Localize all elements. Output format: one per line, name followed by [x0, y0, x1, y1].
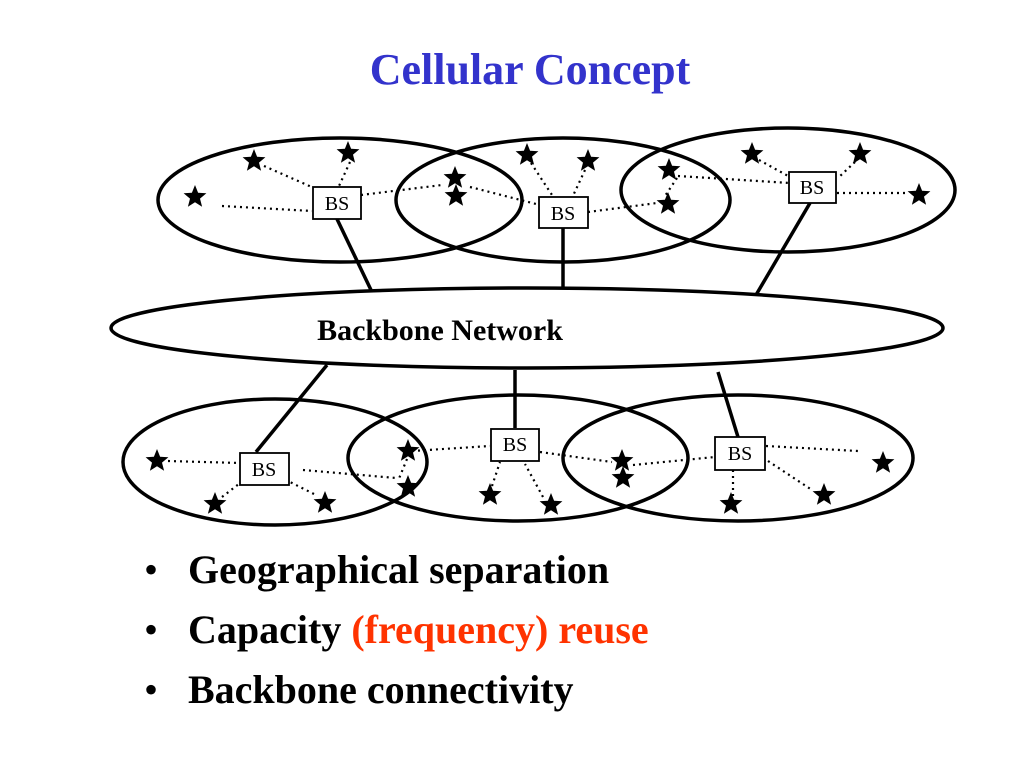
- bullet-text: Geographical separation: [188, 547, 610, 592]
- mobile-user-star-icon: [610, 449, 634, 471]
- mobile-user-star-icon: [242, 149, 266, 171]
- mobile-user-star-icon: [719, 492, 743, 514]
- bullet-list: • Geographical separation • Capacity (fr…: [144, 540, 649, 720]
- wireless-link: [490, 461, 502, 487]
- wireless-link: [632, 455, 716, 467]
- cell-bottom-right: [561, 393, 915, 523]
- mobile-user-star-icon: [871, 451, 895, 473]
- wireless-link: [360, 183, 443, 197]
- wireless-link: [524, 463, 544, 498]
- bullet-highlight-text: (frequency) reuse: [351, 607, 649, 652]
- wireless-link: [539, 450, 613, 464]
- base-station: BS: [538, 196, 589, 229]
- wireless-link: [396, 458, 409, 482]
- cell-top-right: [619, 126, 957, 254]
- mobile-user-star-icon: [396, 439, 420, 461]
- mobile-user-star-icon: [183, 185, 207, 207]
- wireless-link: [411, 444, 491, 453]
- bullet-dot-icon: •: [144, 667, 159, 712]
- wireless-link: [289, 481, 315, 495]
- base-station: BS: [239, 452, 290, 486]
- wireless-link: [263, 164, 315, 190]
- bullet-text: Capacity: [188, 607, 352, 652]
- mobile-user-star-icon: [611, 466, 635, 488]
- backbone-network-label: Backbone Network: [317, 314, 563, 347]
- base-station: BS: [312, 186, 362, 220]
- bullet-item: • Geographical separation: [144, 540, 649, 600]
- wireless-link: [530, 162, 555, 199]
- base-station-label: BS: [800, 177, 824, 199]
- backbone-link: [335, 218, 373, 291]
- wireless-link: [765, 444, 859, 453]
- wireless-link: [469, 185, 541, 207]
- wireless-link: [837, 161, 856, 179]
- backbone-link: [754, 202, 812, 296]
- cell-top-left: [156, 136, 524, 264]
- bullet-dot-icon: •: [144, 607, 159, 652]
- cell-bottom-middle: [346, 393, 690, 523]
- mobile-user-star-icon: [478, 483, 502, 505]
- base-station-label: BS: [252, 459, 276, 481]
- mobile-user-star-icon: [313, 491, 337, 513]
- bullet-dot-icon: •: [144, 547, 159, 592]
- wireless-link: [221, 204, 313, 213]
- bullet-text: Backbone connectivity: [188, 667, 574, 712]
- base-station-label: BS: [503, 434, 527, 456]
- mobile-user-star-icon: [515, 143, 539, 165]
- wireless-link: [758, 159, 791, 178]
- bullet-item: • Capacity (frequency) reuse: [144, 600, 649, 660]
- mobile-user-star-icon: [657, 158, 681, 180]
- wireless-link: [767, 460, 813, 491]
- wireless-link: [302, 468, 397, 480]
- wireless-link: [664, 177, 678, 197]
- base-station-label: BS: [325, 193, 349, 215]
- base-station: BS: [490, 428, 540, 462]
- mobile-user-star-icon: [336, 141, 360, 163]
- mobile-user-star-icon: [145, 449, 169, 471]
- base-station-label: BS: [728, 443, 752, 465]
- mobile-user-star-icon: [812, 483, 836, 505]
- mobile-user-star-icon: [576, 149, 600, 171]
- mobile-user-star-icon: [907, 183, 931, 205]
- wireless-link: [167, 459, 241, 465]
- bullet-item: • Backbone connectivity: [144, 660, 649, 720]
- mobile-user-star-icon: [443, 166, 467, 188]
- cell-bottom-left: [121, 397, 429, 527]
- backbone-network: [109, 286, 945, 370]
- backbone-link: [254, 363, 329, 454]
- mobile-user-star-icon: [848, 142, 872, 164]
- wireless-link: [221, 479, 245, 498]
- slide-title: Cellular Concept: [369, 45, 691, 94]
- wireless-link: [677, 174, 791, 185]
- mobile-user-star-icon: [656, 192, 680, 214]
- base-station-label: BS: [551, 203, 575, 225]
- base-station: BS: [788, 171, 837, 204]
- wireless-link: [338, 161, 351, 187]
- backbone-link: [716, 371, 740, 438]
- wireless-link: [571, 169, 586, 199]
- base-station: BS: [714, 436, 766, 471]
- wireless-link: [587, 201, 658, 214]
